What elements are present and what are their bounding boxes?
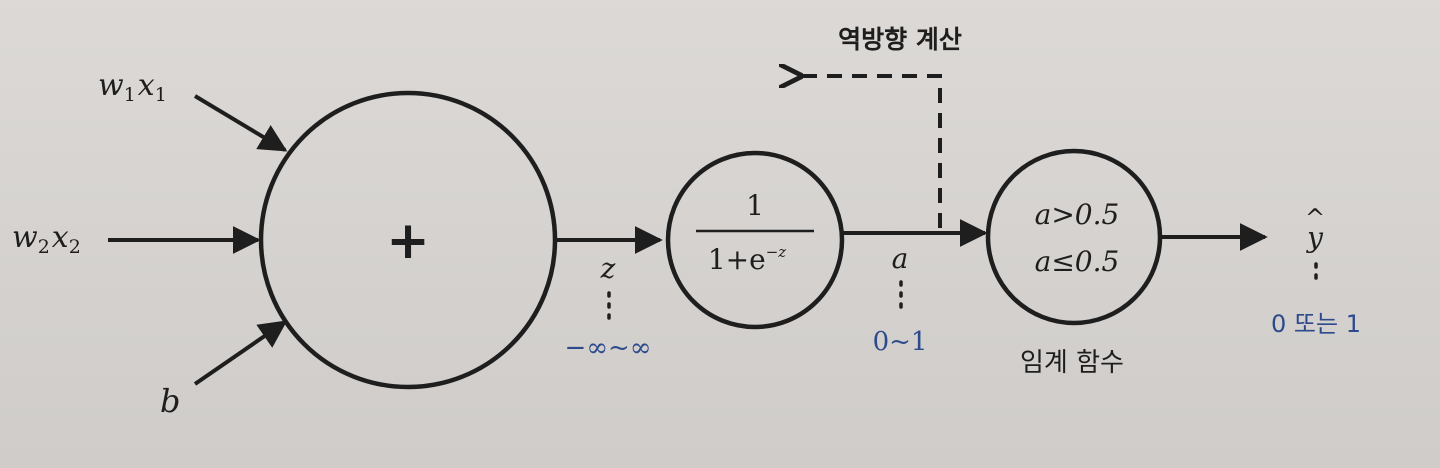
w2x2-label: w2x2 <box>12 220 81 258</box>
a-range: 0~1 <box>873 327 928 357</box>
sigmoid-node <box>665 150 845 330</box>
output-range: 0 또는 1 <box>1271 310 1361 338</box>
w1x1-label: w1x1 <box>98 68 167 106</box>
bias-label: b <box>160 382 180 420</box>
bias-arrow <box>193 320 288 386</box>
sigmoid-denominator: 1+e−z <box>708 243 786 276</box>
sum-node <box>258 90 558 390</box>
sigmoid-numerator: 1 <box>746 189 764 222</box>
z-label: z <box>600 252 616 285</box>
threshold-condition-2: a≤0.5 <box>1035 245 1120 278</box>
a-label: a <box>892 242 909 275</box>
threshold-condition-1: a>0.5 <box>1035 198 1120 231</box>
backprop-arrow <box>798 76 942 228</box>
threshold-node <box>985 148 1163 326</box>
z-range: −∞~∞ <box>565 333 652 363</box>
backprop-label: 역방향 계산 <box>838 25 962 54</box>
output-hat: ^ <box>1305 204 1325 232</box>
w1x1-arrow <box>193 94 288 152</box>
threshold-caption: 임계 함수 <box>1020 348 1124 378</box>
sum-symbol: + <box>386 211 430 271</box>
output-label: y <box>1305 221 1324 254</box>
